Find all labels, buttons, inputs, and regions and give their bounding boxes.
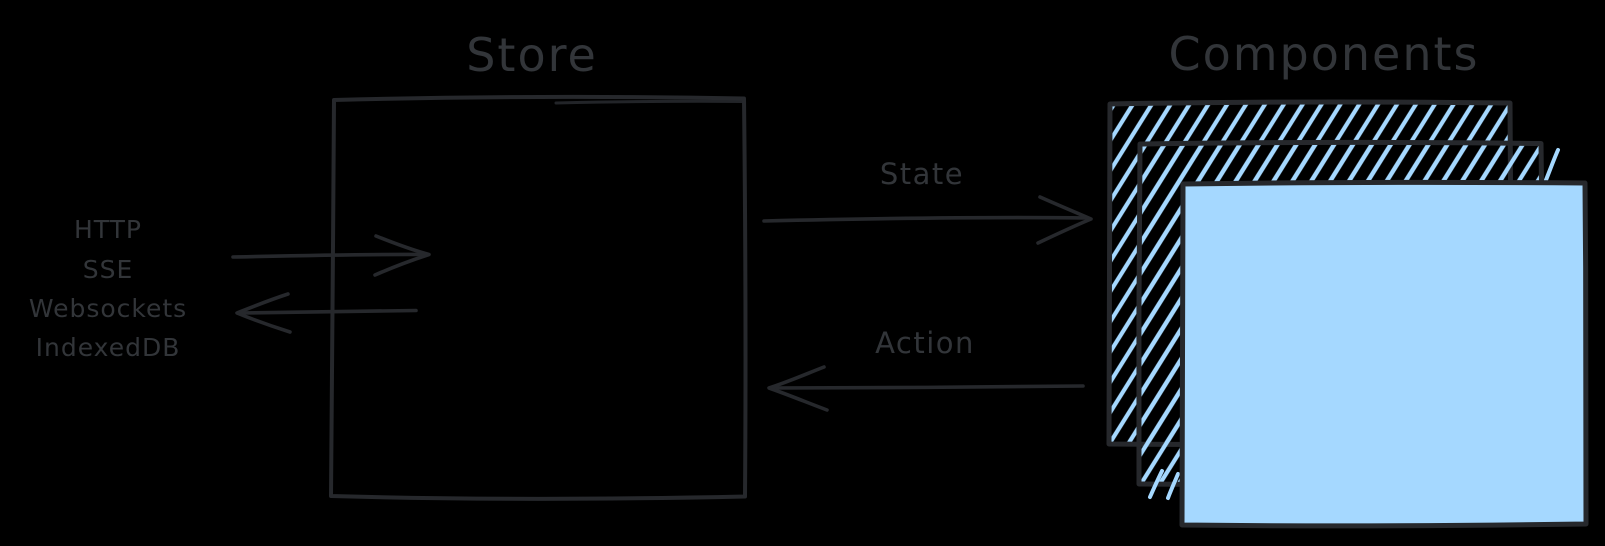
data-sources: HTTP SSE Websockets IndexedDB <box>29 215 187 362</box>
source-line: Websockets <box>29 294 187 323</box>
arrowhead-right-icon <box>373 234 431 277</box>
store-box-sketch-stroke <box>554 99 744 105</box>
arrowhead-left-icon <box>235 292 292 334</box>
source-line: IndexedDB <box>36 333 181 362</box>
components-stack: Components <box>1106 27 1589 529</box>
source-line: HTTP <box>74 215 142 244</box>
hatch-stray <box>1544 148 1560 182</box>
hatch-stray <box>1166 472 1180 500</box>
state-label: State <box>880 157 964 191</box>
store-box <box>329 94 748 501</box>
state-arrow: State <box>762 157 1093 245</box>
action-label: Action <box>875 326 975 360</box>
arrowhead-right-icon <box>1036 195 1093 245</box>
store-group: Store <box>329 28 748 501</box>
hatch-stray <box>1148 469 1164 499</box>
arrowhead-left-icon <box>767 365 829 412</box>
component-layer-front <box>1179 179 1589 529</box>
action-arrow: Action <box>767 326 1085 412</box>
outbound-arrow <box>235 292 418 334</box>
store-label: Store <box>466 28 598 82</box>
inbound-arrow <box>231 234 431 277</box>
components-label: Components <box>1168 27 1479 81</box>
source-line: SSE <box>83 255 134 284</box>
